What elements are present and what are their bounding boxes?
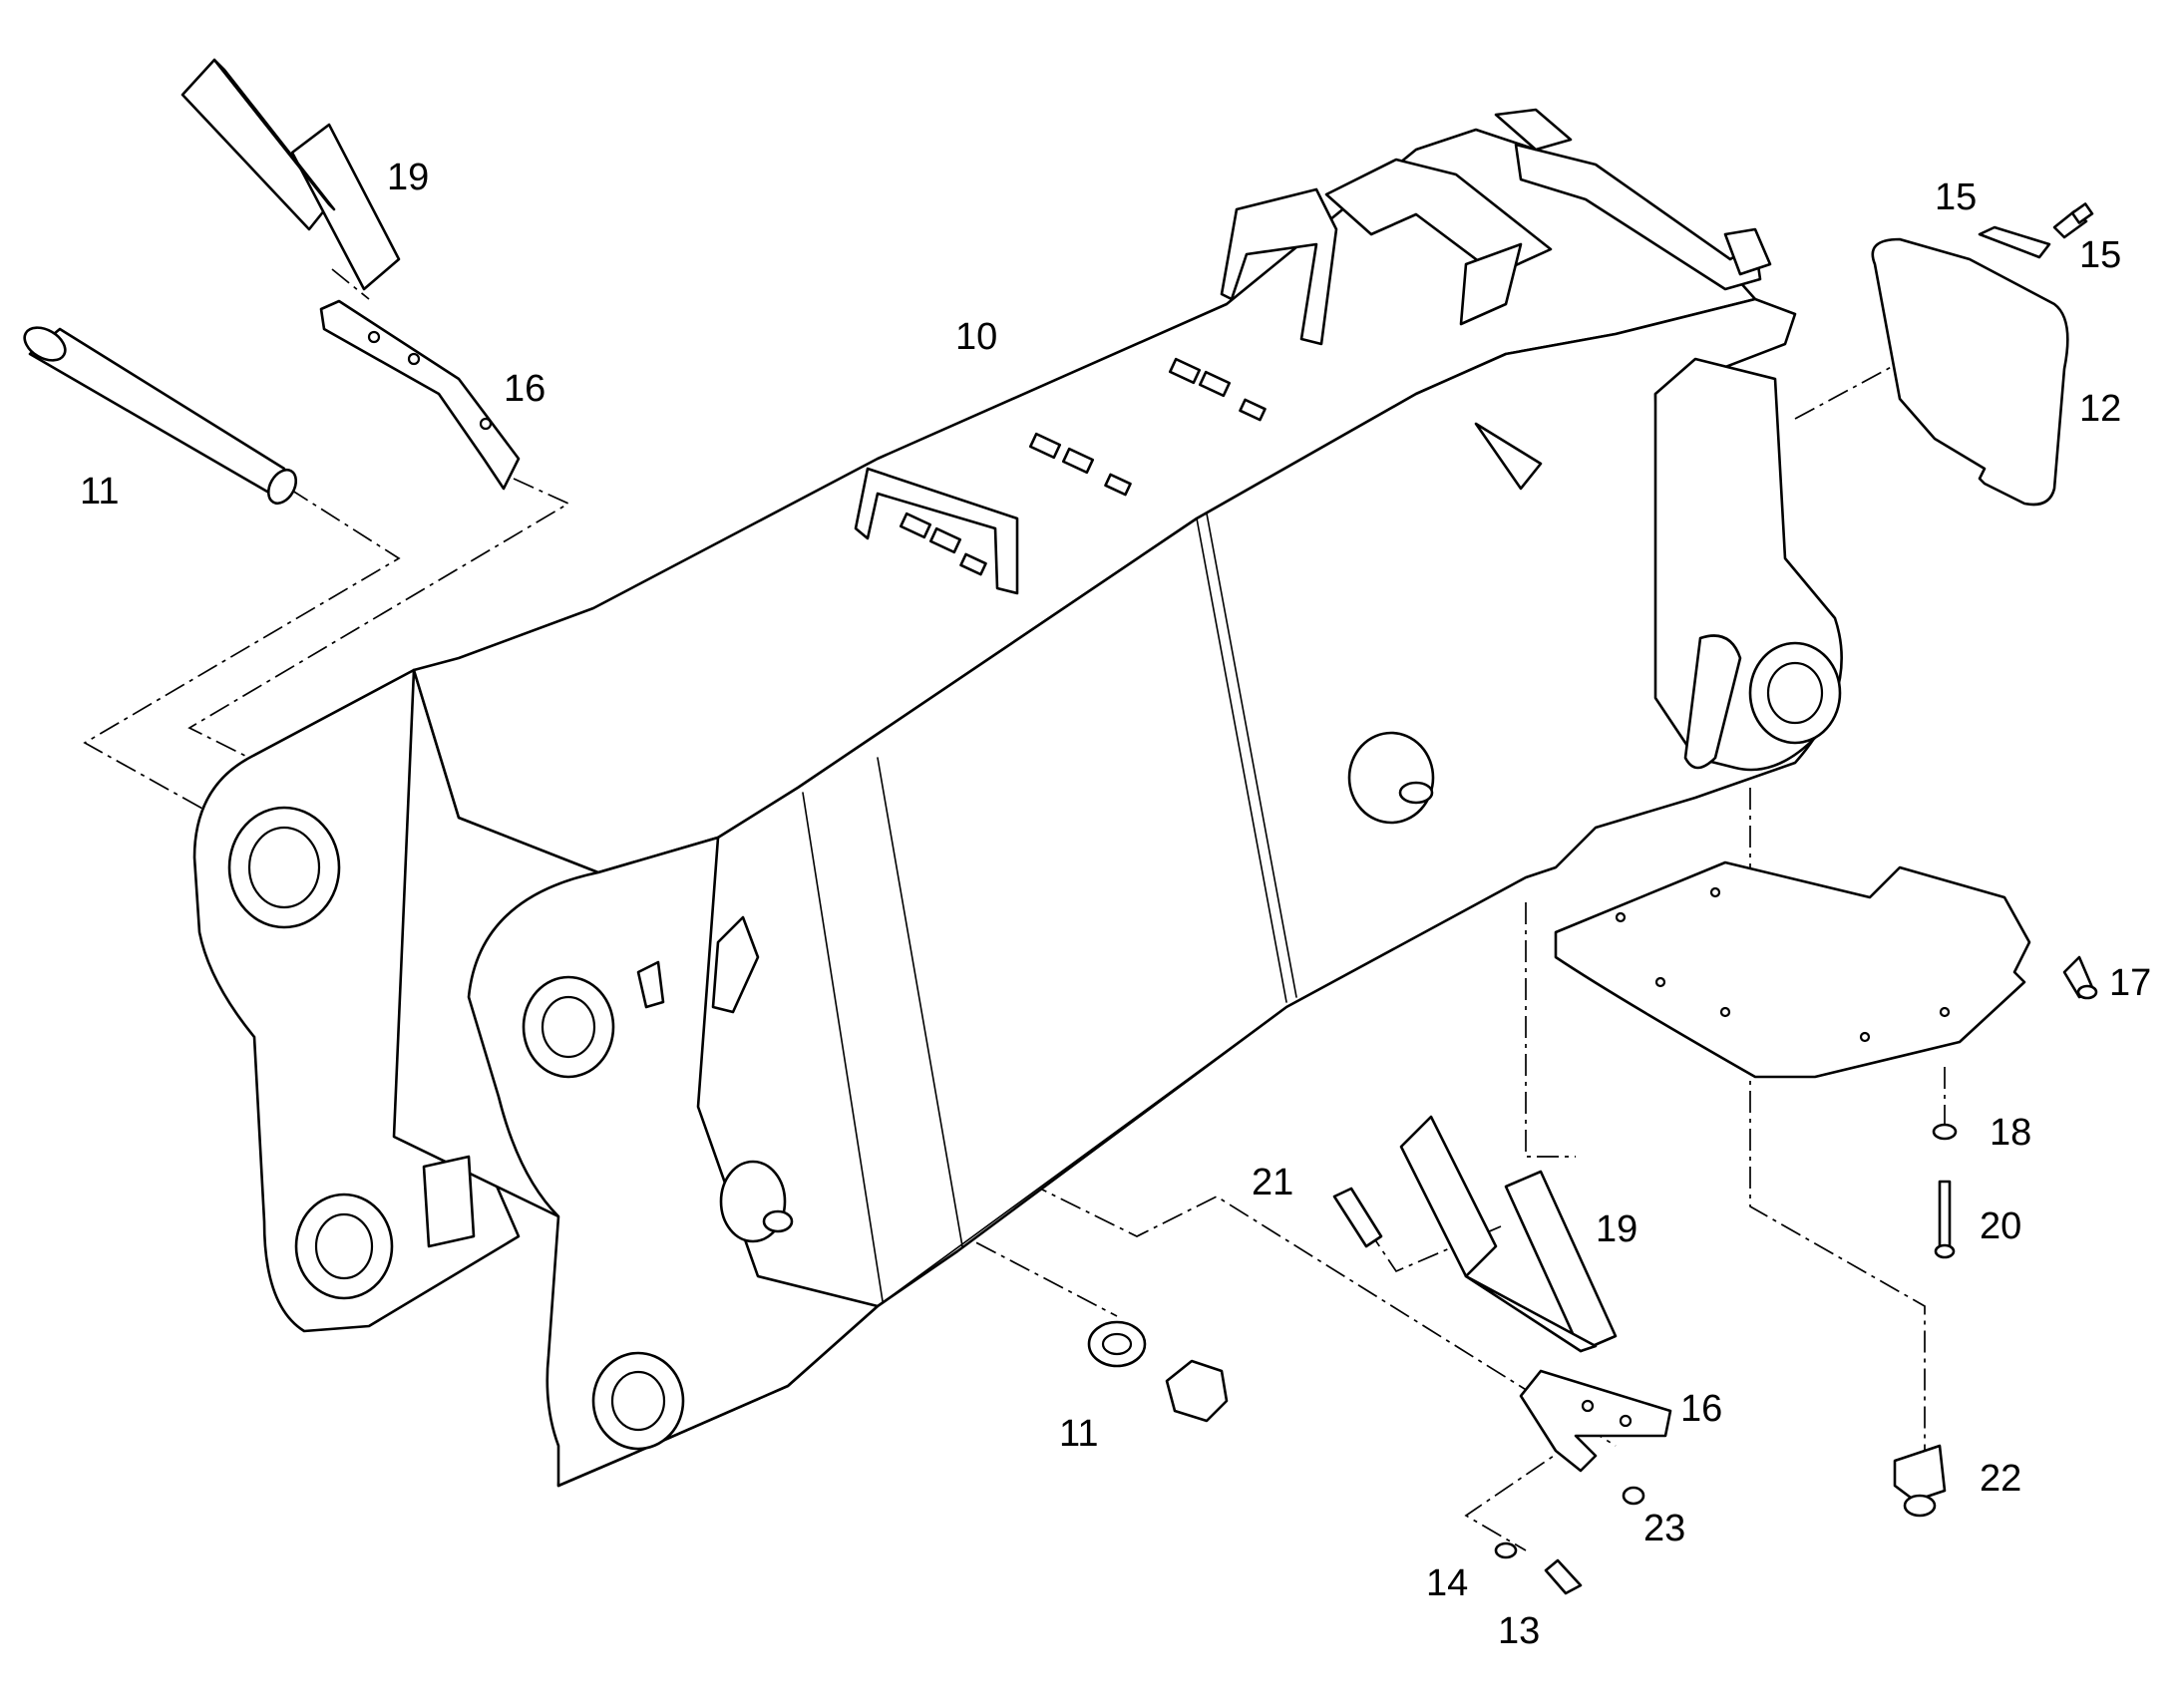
bolt-15-lower [1544, 1558, 1583, 1595]
boom-frame [192, 128, 1843, 1488]
washer-13 [1494, 1541, 1518, 1559]
bolt-21 [1332, 1187, 1383, 1248]
grease-nipple-22 [1893, 1444, 1947, 1518]
bracket-19-upper [181, 58, 401, 291]
bolt-20 [1934, 1180, 1956, 1259]
top-mounts [899, 357, 1267, 576]
callout-19-upper: 19 [387, 157, 429, 198]
callout-17: 17 [2109, 962, 2151, 1004]
pin-11-upper [23, 326, 298, 506]
washer-11-lower [1087, 1320, 1147, 1368]
callout-10: 10 [955, 316, 997, 358]
callout-16-lower: 16 [1680, 1388, 1722, 1430]
top-brackets [854, 108, 1772, 595]
nut-23 [1622, 1486, 1645, 1506]
plate-16-upper [319, 299, 521, 491]
plate-16-lower [1519, 1369, 1672, 1473]
callout-16-upper: 16 [504, 368, 545, 410]
callout-14: 15 [1935, 176, 1977, 218]
cover-plate-12 [1871, 237, 2069, 507]
bolt-15-upper [2052, 202, 2094, 239]
callout-19-lower: 19 [1596, 1208, 1637, 1250]
callout-11-upper: 11 [80, 471, 119, 512]
bolt-17 [2062, 955, 2098, 1000]
frame-bosses [422, 422, 1543, 1248]
washer-18 [1932, 1123, 1958, 1141]
frame-bores [227, 634, 1842, 1451]
strap-14 [1978, 225, 2051, 259]
nut-11-lower [1165, 1359, 1229, 1423]
callout-15-lower: 13 [1498, 1610, 1540, 1652]
guard-plate [1554, 860, 2031, 1079]
callout-22: 22 [1980, 1458, 2021, 1500]
callout-11-lower: 11 [1059, 1413, 1098, 1455]
callout-13: 14 [1426, 1562, 1468, 1604]
callout-15-upper: 15 [2079, 234, 2121, 276]
callout-18: 18 [1990, 1112, 2031, 1154]
callout-23: 23 [1643, 1508, 1685, 1549]
callout-21: 21 [1252, 1162, 1293, 1203]
callout-labels: 19 16 11 10 15 15 12 17 18 20 21 19 16 2… [80, 157, 2151, 1652]
callout-20: 20 [1980, 1205, 2021, 1247]
callout-12: 12 [2079, 388, 2121, 430]
bracket-19-lower [1399, 1115, 1618, 1353]
